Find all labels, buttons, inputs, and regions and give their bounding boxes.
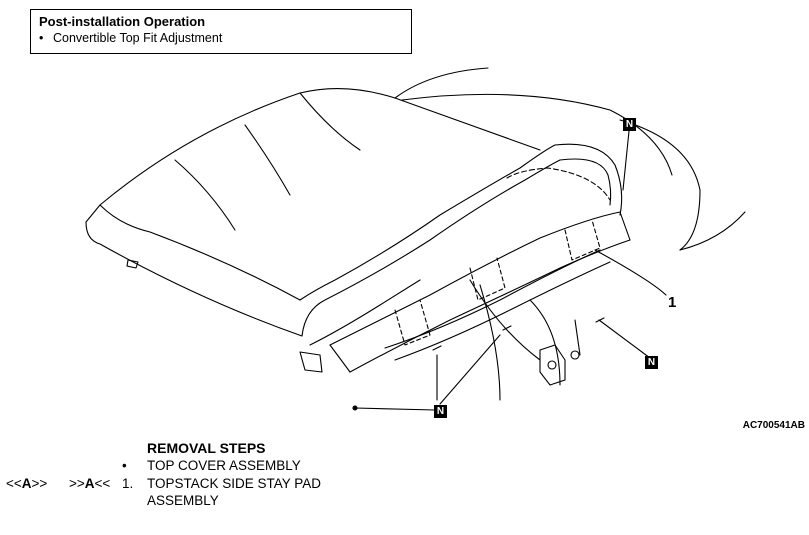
post-installation-title: Post-installation Operation: [39, 14, 206, 29]
post-installation-item: • Convertible Top Fit Adjustment: [39, 30, 403, 46]
step-number: 1.: [122, 476, 134, 491]
bullet-icon: •: [122, 458, 127, 473]
step-text: TOPSTACK SIDE STAY PAD: [147, 476, 322, 491]
part-1-callout: 1: [668, 294, 677, 311]
n-callout-top: N: [623, 118, 636, 131]
n-callout-right: N: [645, 356, 658, 369]
bullet-icon: •: [39, 31, 44, 45]
removal-ref-left: <<A>>: [6, 476, 48, 491]
step-text-continued: ASSEMBLY: [147, 493, 219, 508]
step-text: TOP COVER ASSEMBLY: [147, 458, 301, 473]
installation-ref-right: >>A<<: [69, 476, 111, 491]
post-item-text: Convertible Top Fit Adjustment: [53, 31, 223, 45]
figure-code: AC700541AB: [742, 420, 805, 431]
post-installation-box: Post-installation Operation • Convertible…: [30, 9, 412, 54]
n-callout-bottom: N: [434, 405, 447, 418]
removal-steps-heading: REMOVAL STEPS: [147, 440, 266, 456]
